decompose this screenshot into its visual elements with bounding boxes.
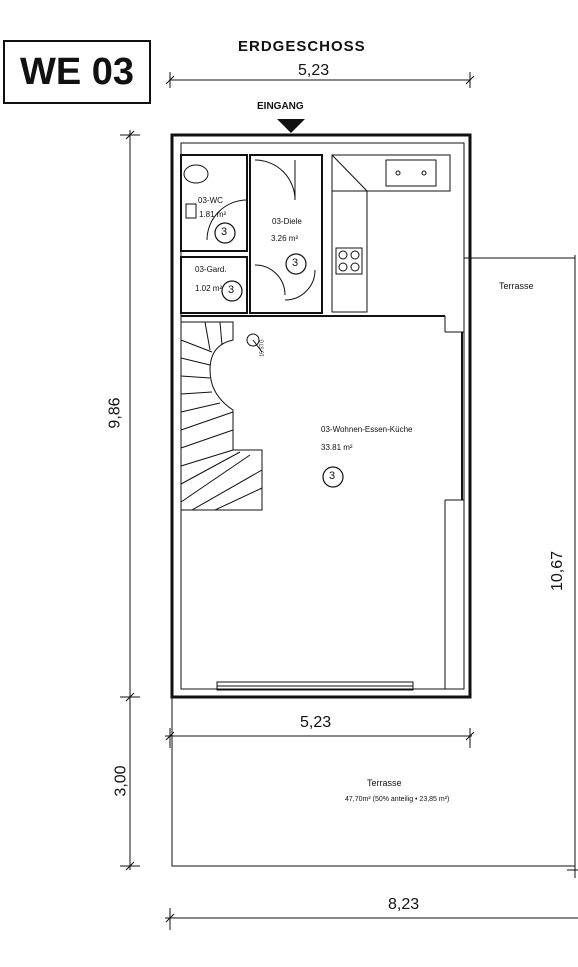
gard-walls xyxy=(180,256,248,314)
room-diele-name: 03-Diele xyxy=(272,217,302,226)
dimension-bottom-width: 8,23 xyxy=(388,896,420,913)
dimension-house-depth: 9,86 xyxy=(106,397,124,429)
room-diele-area: 3.26 m² xyxy=(271,234,299,243)
room-living-marker: 3 xyxy=(329,470,336,482)
room-gard-marker: 3 xyxy=(228,284,235,296)
front-terrace-outline xyxy=(171,697,575,867)
room-wc-marker: 3 xyxy=(221,226,228,238)
wc-toilet xyxy=(183,164,209,184)
room-gard-name: 03-Gard. xyxy=(195,265,227,274)
outer-wall xyxy=(170,133,472,699)
side-terrace-label: Terrasse xyxy=(499,281,534,291)
room-wc-area: 1.81 m² xyxy=(199,210,227,219)
room-living-area: 33.81 m² xyxy=(321,443,353,452)
entrance-label: EINGANG xyxy=(257,101,304,112)
gard-door-swing xyxy=(254,264,286,296)
kitchen-sink xyxy=(385,159,437,187)
wc-marker-circle xyxy=(214,222,236,244)
inner-wall-outline xyxy=(180,142,465,690)
wc-door-swing xyxy=(206,199,248,241)
room-wc-name: 03-WC xyxy=(198,196,223,205)
kitchen-hob xyxy=(335,247,363,275)
unit-label: WE 03 xyxy=(3,40,151,104)
stair-outline xyxy=(181,321,263,511)
diele-marker-circle xyxy=(285,253,307,275)
front-terrace-label: Terrasse xyxy=(367,778,402,788)
entrance-arrow xyxy=(277,119,305,133)
diele-door-swing xyxy=(254,159,296,201)
wc-basin xyxy=(185,203,197,219)
kitchen-counter xyxy=(331,154,451,192)
room-diele-marker: 3 xyxy=(292,257,299,269)
room-living-name: 03-Wohnen-Essen-Küche xyxy=(321,425,413,434)
dimension-middle-width: 5,23 xyxy=(300,714,332,731)
wc-walls xyxy=(180,154,248,252)
floor-title: ERDGESCHOSS xyxy=(238,38,366,55)
room-gard-area: 1.02 m² xyxy=(195,284,223,293)
living-marker-circle xyxy=(322,466,344,488)
dimension-side-terrace: 10,67 xyxy=(549,550,567,592)
diele-walls xyxy=(249,154,323,314)
dimension-top-width: 5,23 xyxy=(298,62,330,79)
dimension-terrace-depth: 3,00 xyxy=(112,765,130,797)
stair-note: 15 STG xyxy=(259,339,266,357)
kitchen-counter-side xyxy=(331,190,368,313)
gard-marker-circle xyxy=(221,280,243,302)
front-terrace-area: 47,70m² (50% anteilig • 23,85 m²) xyxy=(345,796,450,803)
